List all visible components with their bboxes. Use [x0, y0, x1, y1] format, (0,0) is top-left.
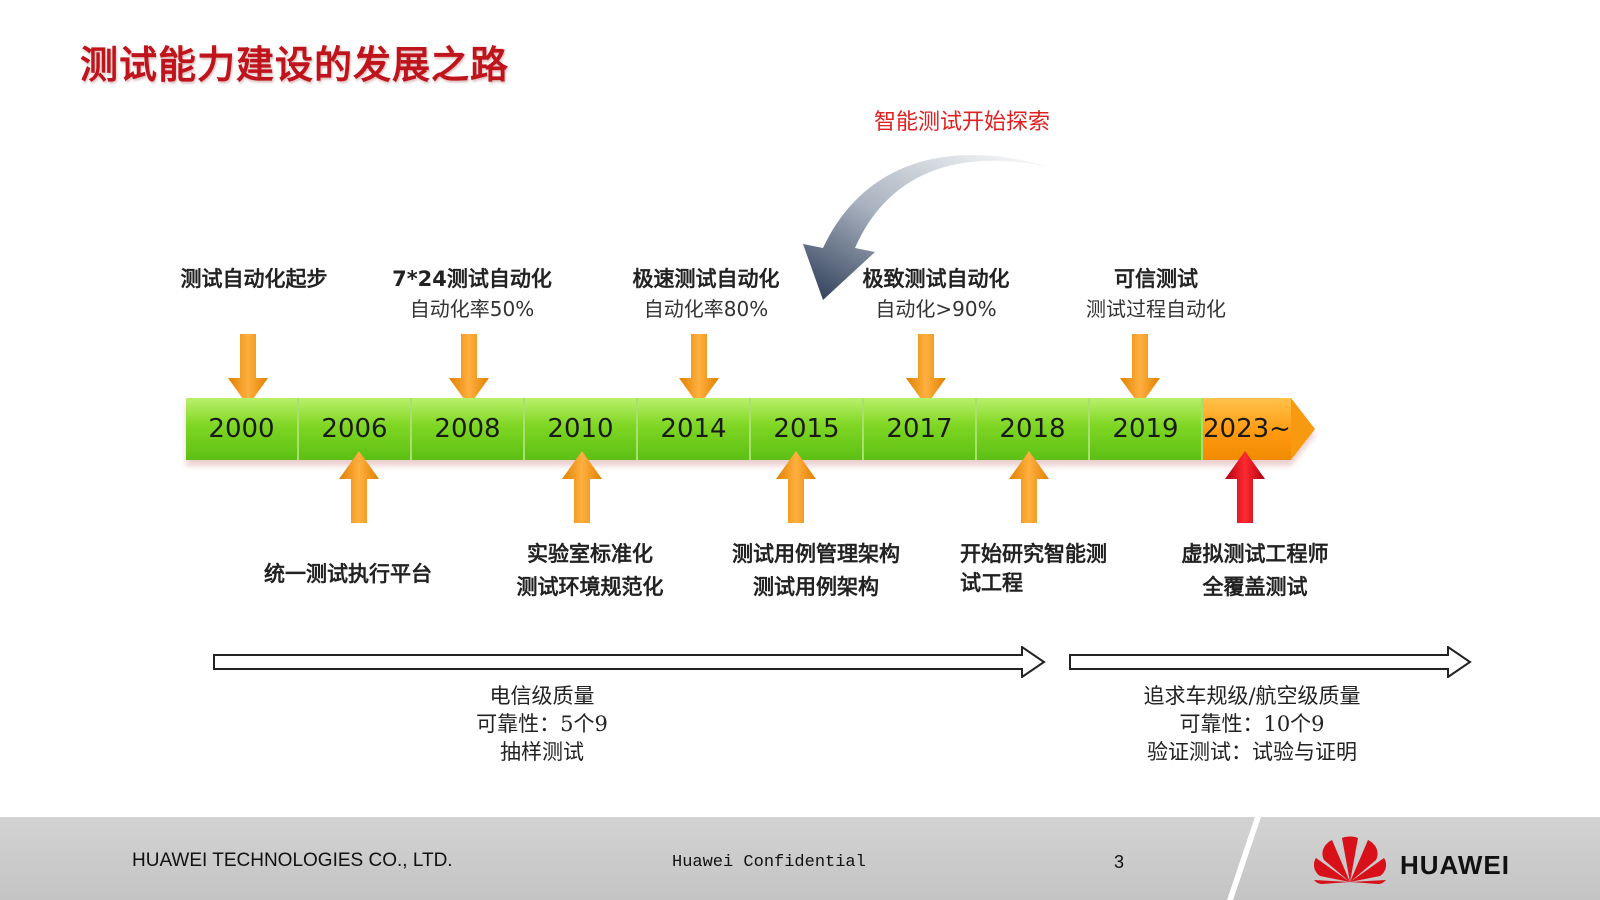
milestone-bottom: 开始研究智能测 试工程 [960, 538, 1140, 595]
milestone-detail: 测试过程自动化 [1086, 297, 1226, 321]
timeline-year: 2017 [864, 398, 977, 460]
quality-method: 抽样测试 [500, 740, 584, 764]
milestone-title: 测试自动化起步 [180, 267, 328, 291]
milestone-detail: 测试用例架构 [753, 575, 879, 599]
milestone-bottom: 测试用例管理架构 测试用例架构 [696, 538, 936, 604]
timeline-year: 2019 [1090, 398, 1203, 460]
milestone-detail: 自动化>90% [875, 297, 997, 321]
timeline-arrow-tip [1291, 398, 1315, 460]
range-arrow-icon [1069, 646, 1472, 678]
timeline-year: 2006 [299, 398, 412, 460]
timeline-year: 2008 [412, 398, 525, 460]
timeline-year: 2000 [186, 398, 299, 460]
down-arrow-icon [1120, 334, 1160, 406]
quality-method: 验证测试：试验与证明 [1147, 740, 1357, 764]
milestone-top: 7*24测试自动化 自动化率50% [352, 264, 592, 324]
milestone-detail: 测试环境规范化 [516, 575, 664, 599]
quality-reliability: 可靠性：5个9 [476, 712, 608, 736]
milestone-title: 极速测试自动化 [632, 267, 780, 291]
footer-confidential: Huawei Confidential [672, 853, 866, 872]
milestone-title: 虚拟测试工程师 [1181, 542, 1329, 566]
milestone-detail: 试工程 [960, 571, 1023, 595]
timeline-year: 2015 [751, 398, 864, 460]
timeline-year: 2014 [638, 398, 751, 460]
milestone-title: 实验室标准化 [527, 542, 653, 566]
milestone-top: 测试自动化起步 [134, 264, 374, 294]
down-arrow-icon [449, 334, 489, 406]
down-arrow-icon [228, 334, 268, 406]
milestone-top: 极速测试自动化 自动化率80% [586, 264, 826, 324]
huawei-logo-icon [1313, 836, 1387, 884]
down-arrow-icon [679, 334, 719, 406]
quality-reliability: 可靠性：10个9 [1179, 712, 1325, 736]
down-arrow-icon [906, 334, 946, 406]
timeline-year: 2010 [525, 398, 638, 460]
milestone-detail: 全覆盖测试 [1202, 575, 1308, 599]
milestone-detail: 自动化率50% [409, 297, 535, 321]
quality-block: 追求车规级/航空级质量 可靠性：10个9 验证测试：试验与证明 [1082, 682, 1422, 766]
milestone-title: 可信测试 [1114, 267, 1198, 291]
quality-title: 电信级质量 [489, 684, 595, 708]
milestone-bottom: 实验室标准化 测试环境规范化 [470, 538, 710, 604]
huawei-logo-text: HUAWEI [1400, 850, 1510, 880]
quality-title: 追求车规级/航空级质量 [1143, 684, 1361, 708]
milestone-bottom: 虚拟测试工程师 全覆盖测试 [1135, 538, 1375, 604]
timeline-year: 2018 [977, 398, 1090, 460]
milestone-title: 测试用例管理架构 [732, 542, 900, 566]
milestone-title: 开始研究智能测 [960, 542, 1107, 566]
explore-label: 智能测试开始探索 [874, 110, 1051, 135]
curved-arrow-icon [803, 154, 1053, 300]
slide-title: 测试能力建设的发展之路 [80, 43, 510, 87]
milestone-top: 可信测试 测试过程自动化 [1036, 264, 1276, 324]
range-arrow-icon [213, 646, 1046, 678]
milestone-title: 7*24测试自动化 [392, 267, 552, 291]
up-arrow-icon [776, 451, 816, 523]
footer-divider [1227, 817, 1261, 900]
footer-company: HUAWEI TECHNOLOGIES CO., LTD. [132, 850, 453, 871]
page-number: 3 [1114, 852, 1125, 872]
milestone-top: 极致测试自动化 自动化>90% [816, 264, 1056, 324]
up-arrow-red-icon [1225, 451, 1265, 523]
milestone-title: 极致测试自动化 [862, 267, 1010, 291]
quality-block: 电信级质量 可靠性：5个9 抽样测试 [372, 682, 712, 766]
timeline-year-current: 2023~ [1203, 398, 1291, 460]
milestone-detail: 自动化率80% [643, 297, 769, 321]
up-arrow-icon [1009, 451, 1049, 523]
up-arrow-icon [562, 451, 602, 523]
up-arrow-icon [339, 451, 379, 523]
milestone-bottom: 统一测试执行平台 [228, 558, 468, 591]
timeline-bar: 2000 2006 2008 2010 2014 2015 2017 2018 … [186, 398, 1316, 460]
milestone-title: 统一测试执行平台 [264, 562, 432, 586]
